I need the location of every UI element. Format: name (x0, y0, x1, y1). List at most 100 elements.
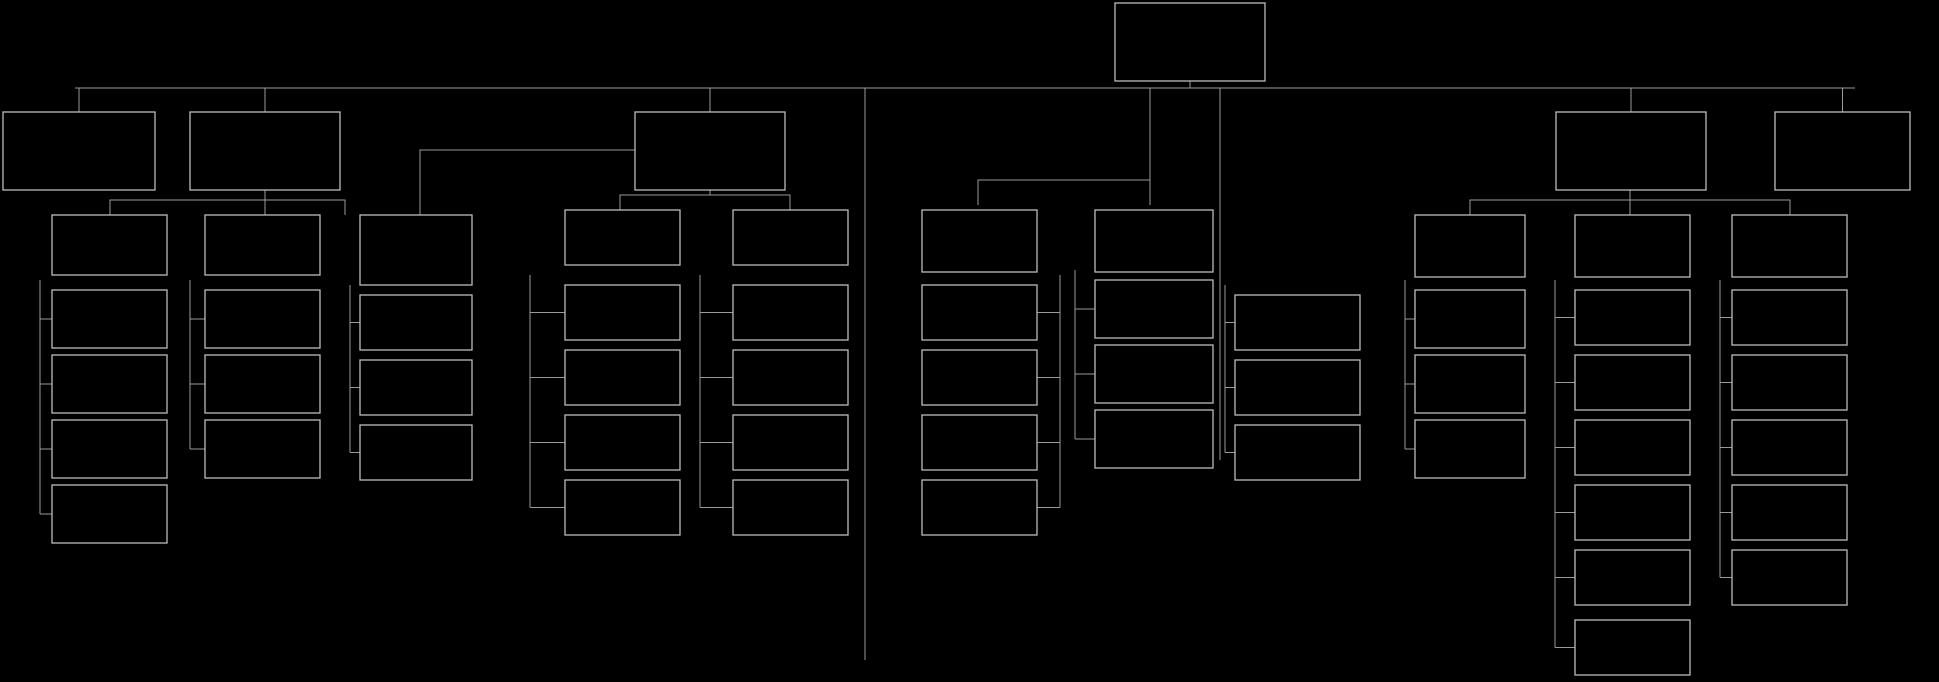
unit-box-3 (51, 419, 168, 479)
unit-box-42-frame (1731, 549, 1848, 606)
division-box-10 (1731, 214, 1848, 278)
unit-box-19-frame (921, 284, 1038, 341)
unit-box-37-frame (1574, 619, 1691, 676)
unit-box-30-frame (1414, 354, 1526, 414)
unit-box-32-frame (1574, 289, 1691, 346)
connector-line (1630, 199, 1791, 215)
unit-box-24 (1094, 344, 1214, 404)
unit-box-14 (564, 479, 681, 536)
unit-box-15-frame (732, 284, 849, 341)
unit-box-28 (1234, 424, 1361, 481)
department-box-5-frame (1774, 111, 1911, 191)
unit-box-31 (1414, 419, 1526, 479)
division-box-3 (359, 214, 473, 286)
unit-box-33-frame (1574, 354, 1691, 411)
unit-box-33 (1574, 354, 1691, 411)
connector-line (265, 199, 346, 215)
unit-box-17-frame (732, 414, 849, 471)
unit-box-27 (1234, 359, 1361, 416)
unit-box-16-frame (732, 349, 849, 406)
division-box-3-frame (359, 214, 473, 286)
division-box-9-frame (1574, 214, 1691, 278)
department-box-1 (2, 111, 156, 191)
division-box-4-frame (564, 209, 681, 266)
connector-line (619, 190, 711, 210)
unit-box-2 (51, 354, 168, 414)
department-box-3 (634, 111, 786, 191)
unit-box-4 (51, 484, 168, 544)
department-box-2 (189, 111, 341, 191)
division-box-7-frame (1094, 209, 1214, 273)
unit-box-8 (359, 294, 473, 351)
unit-box-38-frame (1731, 289, 1848, 346)
root-box-frame (1114, 2, 1266, 82)
unit-box-26-frame (1234, 294, 1361, 351)
unit-box-9-frame (359, 359, 473, 416)
unit-box-13 (564, 414, 681, 471)
unit-box-36 (1574, 549, 1691, 606)
unit-box-8-frame (359, 294, 473, 351)
unit-box-23-frame (1094, 279, 1214, 339)
unit-box-16 (732, 349, 849, 406)
department-box-3-frame (634, 111, 786, 191)
unit-box-10 (359, 424, 473, 481)
connector-line (1469, 190, 1631, 215)
unit-box-41-frame (1731, 484, 1848, 541)
unit-box-25 (1094, 409, 1214, 469)
unit-box-42 (1731, 549, 1848, 606)
unit-box-11-frame (564, 284, 681, 341)
unit-box-32 (1574, 289, 1691, 346)
unit-box-15 (732, 284, 849, 341)
division-box-7 (1094, 209, 1214, 273)
division-box-8 (1414, 214, 1526, 278)
unit-box-13-frame (564, 414, 681, 471)
unit-box-39 (1731, 354, 1848, 411)
unit-box-27-frame (1234, 359, 1361, 416)
department-box-4 (1555, 111, 1707, 191)
unit-box-40-frame (1731, 419, 1848, 476)
unit-box-34 (1574, 419, 1691, 476)
unit-box-22 (921, 479, 1038, 536)
division-box-10-frame (1731, 214, 1848, 278)
unit-box-6-frame (204, 354, 321, 414)
unit-box-36-frame (1574, 549, 1691, 606)
division-box-2-frame (204, 214, 321, 276)
chart-boxes (2, 2, 1911, 676)
department-box-4-frame (1555, 111, 1707, 191)
unit-box-1 (51, 289, 168, 349)
unit-box-12 (564, 349, 681, 406)
department-box-1-frame (2, 111, 156, 191)
division-box-6-frame (921, 209, 1038, 273)
unit-box-31-frame (1414, 419, 1526, 479)
unit-box-39-frame (1731, 354, 1848, 411)
unit-box-7-frame (204, 419, 321, 479)
unit-box-23 (1094, 279, 1214, 339)
division-box-1 (51, 214, 168, 276)
unit-box-21 (921, 414, 1038, 471)
unit-box-35-frame (1574, 484, 1691, 541)
unit-box-35 (1574, 484, 1691, 541)
unit-box-5-frame (204, 289, 321, 349)
unit-box-3-frame (51, 419, 168, 479)
unit-box-6 (204, 354, 321, 414)
unit-box-25-frame (1094, 409, 1214, 469)
unit-box-18-frame (732, 479, 849, 536)
unit-box-14-frame (564, 479, 681, 536)
unit-box-10-frame (359, 424, 473, 481)
division-box-5 (732, 209, 849, 266)
division-box-8-frame (1414, 214, 1526, 278)
unit-box-38 (1731, 289, 1848, 346)
division-box-4 (564, 209, 681, 266)
unit-box-2-frame (51, 354, 168, 414)
unit-box-29-frame (1414, 289, 1526, 349)
branch-line (977, 88, 1151, 205)
unit-box-19 (921, 284, 1038, 341)
unit-box-18 (732, 479, 849, 536)
unit-box-1-frame (51, 289, 168, 349)
division-box-1-frame (51, 214, 168, 276)
division-box-2 (204, 214, 321, 276)
unit-box-37 (1574, 619, 1691, 676)
unit-box-4-frame (51, 484, 168, 544)
division-box-5-frame (732, 209, 849, 266)
